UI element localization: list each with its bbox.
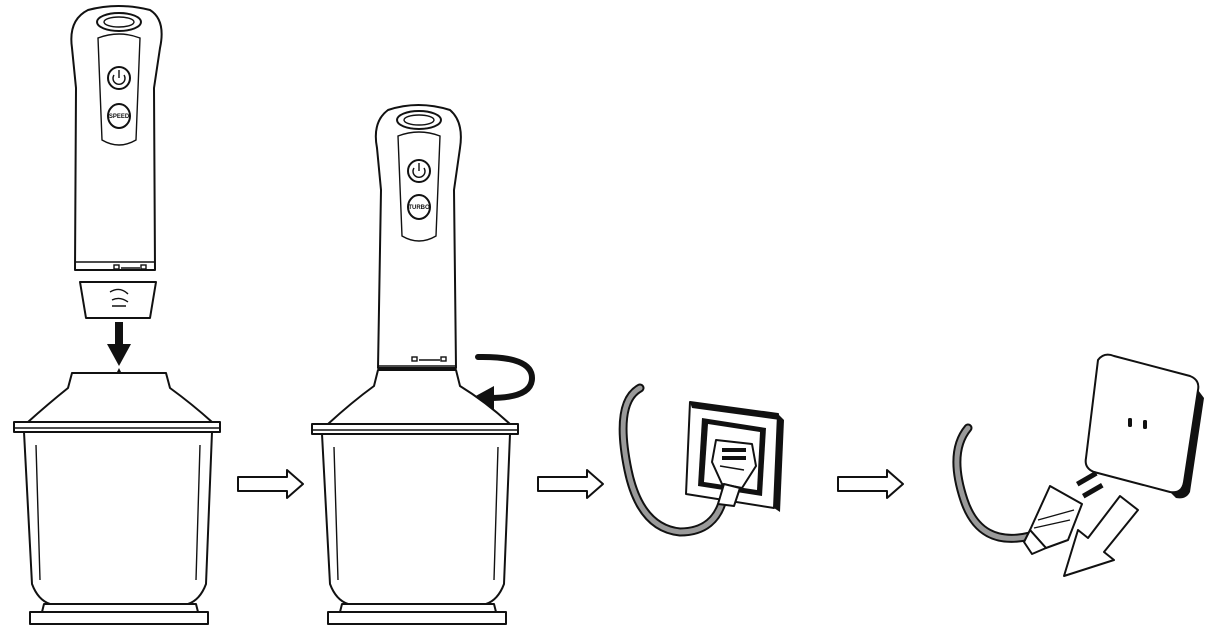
step-1-figure: SPEED	[13, 5, 221, 625]
motor-handle: SPEED	[70, 5, 163, 271]
power-button	[107, 66, 131, 90]
step-4-figure	[952, 353, 1204, 577]
power-plug	[711, 439, 757, 507]
down-arrow-icon	[107, 322, 131, 366]
step-3-figure	[618, 383, 784, 537]
pull-out-arrow-icon	[1063, 495, 1139, 577]
next-step-arrow-2-icon	[537, 469, 604, 499]
coupling-collar	[79, 281, 157, 319]
turbo-button: SPEED	[107, 103, 131, 129]
wall-socket	[1084, 353, 1204, 499]
chopper-bowl	[13, 368, 221, 625]
power-cable	[618, 383, 729, 537]
motor-handle: TURBO	[374, 104, 462, 374]
power-cable	[952, 423, 1035, 543]
turbo-button-label: SPEED	[109, 114, 130, 120]
next-step-arrow-1-icon	[237, 469, 304, 499]
power-plug	[1023, 470, 1104, 555]
rotate-arrow-icon	[472, 353, 536, 410]
step-2-figure: TURBO	[311, 104, 536, 625]
chopper-bowl	[311, 369, 519, 625]
power-button	[407, 159, 431, 183]
lock-symbol	[113, 264, 147, 270]
next-step-arrow-3-icon	[837, 469, 904, 499]
turbo-button: TURBO	[407, 194, 431, 220]
turbo-button-label: TURBO	[408, 205, 430, 211]
